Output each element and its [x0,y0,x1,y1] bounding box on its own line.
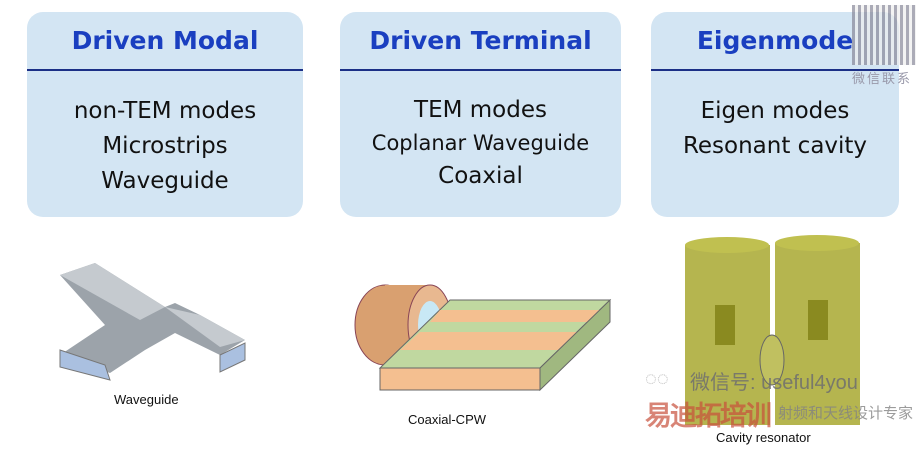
divider [340,69,621,71]
card-title: Driven Terminal [369,26,592,55]
coaxial-cpw-illustration [354,284,612,392]
divider [27,69,303,71]
card-item: non-TEM modes [73,98,257,124]
caption-waveguide: Waveguide [114,392,179,407]
card-title: Driven Modal [71,26,259,55]
card-driven-modal: Driven Modal non-TEM modes Microstrips W… [27,12,303,217]
card-item: Eigen modes [700,98,850,124]
card-driven-terminal: Driven Terminal TEM modes Coplanar Waveg… [340,12,621,217]
watermark-slogan: 射频和天线设计专家 [778,405,914,422]
caption-coaxial-cpw: Coaxial-CPW [408,412,487,427]
divider [651,69,899,71]
card-item: Coplanar Waveguide [371,131,590,155]
cavity-resonator-illustration [685,235,860,425]
qr-label: 微信联系 [852,71,913,86]
card-item: Coaxial [438,163,523,189]
card-item: TEM modes [414,97,547,123]
wechat-icon: ◌◌ [645,368,669,390]
qr-code [852,5,916,65]
caption-cavity-resonator: Cavity resonator [716,430,811,445]
card-item: Resonant cavity [682,133,868,159]
watermark-brand: 易迪拓培训 [645,401,772,431]
card-item: Waveguide [101,168,229,194]
card-title: Eigenmode [696,26,854,55]
card-item: Microstrips [102,133,228,159]
watermark-wechat-id: 微信号: useful4you [690,372,858,394]
waveguide-illustration [59,263,246,381]
